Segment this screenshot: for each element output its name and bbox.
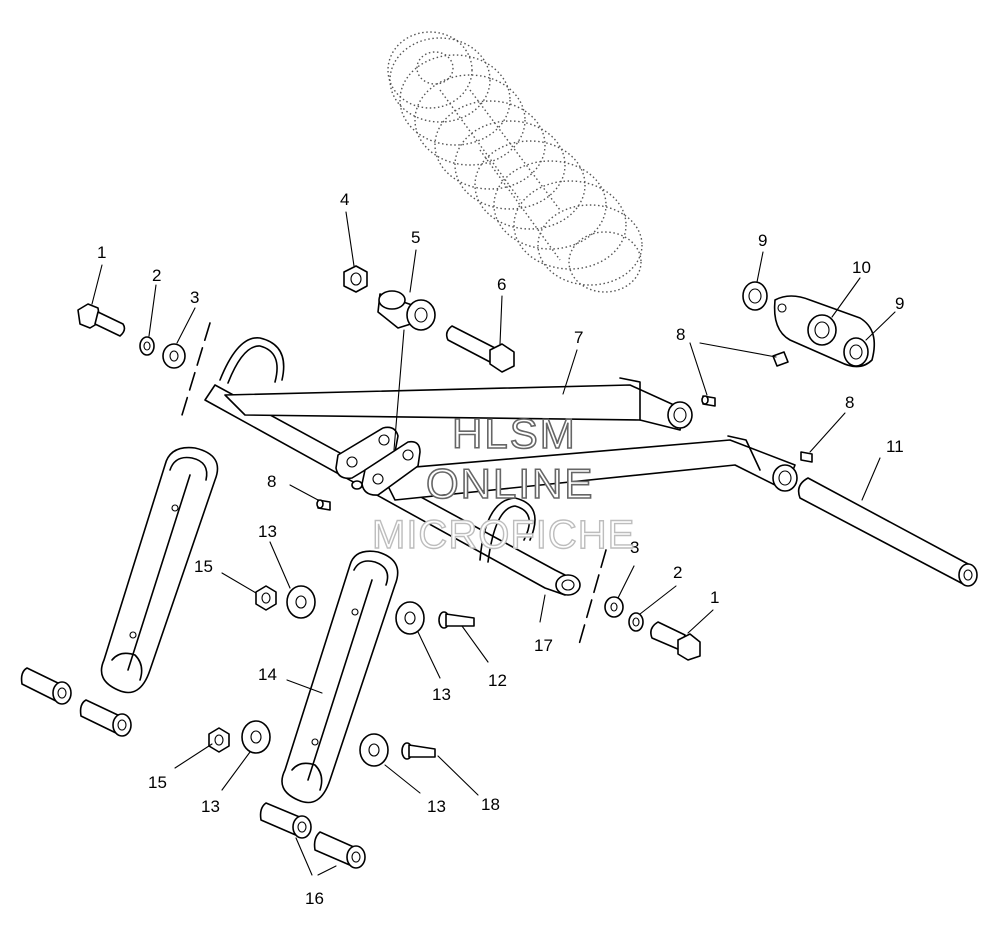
grease-fitting-8-left bbox=[316, 499, 331, 511]
washer-9-right-hole bbox=[849, 344, 863, 360]
callout-17: 17 bbox=[534, 636, 553, 655]
washer-9-left-hole bbox=[748, 288, 762, 304]
nut-15-upper-hole bbox=[261, 592, 271, 604]
lock-washer-2-right-hole bbox=[632, 617, 640, 627]
link-arm-14 bbox=[281, 550, 399, 804]
nut-15-lower bbox=[208, 727, 230, 753]
nut-4-hole bbox=[350, 272, 362, 286]
watermark-line-2: ONLINE bbox=[426, 460, 594, 507]
washer-13-c-hole bbox=[250, 730, 262, 744]
lock-washer-2-left-hole bbox=[143, 341, 151, 351]
grease-fitting-8-right bbox=[800, 451, 813, 463]
callout-15-lower: 15 bbox=[148, 773, 167, 792]
lock-washer-2-right bbox=[628, 612, 644, 632]
bushing-left-lower bbox=[79, 699, 132, 737]
link-arm-left bbox=[100, 446, 219, 694]
callout-15-upper: 15 bbox=[194, 557, 213, 576]
washer-13-a-hole bbox=[295, 595, 307, 609]
bolt-6 bbox=[445, 325, 515, 373]
washer-9-left bbox=[742, 281, 768, 311]
bolt-1-right bbox=[650, 621, 701, 661]
callout-4: 4 bbox=[340, 190, 349, 209]
callout-2-left: 2 bbox=[152, 266, 161, 285]
callout-labels: 1 2 3 4 5 6 7 8 8 8 9 9 10 11 12 13 13 1… bbox=[97, 190, 904, 908]
callout-1-left: 1 bbox=[97, 243, 106, 262]
nut-4 bbox=[343, 265, 368, 293]
callout-13-d: 13 bbox=[427, 797, 446, 816]
callout-14: 14 bbox=[258, 665, 277, 684]
callout-10: 10 bbox=[852, 258, 871, 277]
callout-3-right: 3 bbox=[630, 538, 639, 557]
washer-13-c bbox=[241, 720, 271, 754]
grease-fitting-8-top bbox=[772, 351, 789, 367]
callout-12: 12 bbox=[488, 671, 507, 690]
washer-13-d bbox=[359, 733, 389, 767]
bushing-left-upper bbox=[20, 667, 72, 705]
pin-12 bbox=[438, 611, 475, 629]
callout-8-mid: 8 bbox=[676, 325, 685, 344]
washer-13-d-hole bbox=[368, 743, 380, 757]
lock-washer-2-left bbox=[139, 336, 155, 356]
spacer-5 bbox=[377, 290, 436, 331]
washer-13-a bbox=[286, 585, 316, 619]
flat-washer-3-left-hole bbox=[169, 350, 179, 362]
watermark-line-1: HLSM bbox=[452, 410, 577, 457]
callout-13-a: 13 bbox=[258, 522, 277, 541]
callout-16: 16 bbox=[305, 889, 324, 908]
bushing-16-lower bbox=[313, 831, 366, 869]
callout-8-right: 8 bbox=[845, 393, 854, 412]
phantom-spring-shock bbox=[387, 31, 643, 293]
break-line-right bbox=[577, 549, 607, 649]
pin-18 bbox=[401, 742, 436, 760]
callout-6: 6 bbox=[497, 275, 506, 294]
callout-3-left: 3 bbox=[190, 288, 199, 307]
washer-13-b bbox=[395, 601, 425, 635]
callout-9-left: 9 bbox=[758, 231, 767, 250]
washer-13-b-hole bbox=[404, 611, 416, 625]
flat-washer-3-left bbox=[162, 343, 186, 369]
callout-2-right: 2 bbox=[673, 563, 682, 582]
callout-9-right: 9 bbox=[895, 294, 904, 313]
break-line-left bbox=[181, 322, 211, 416]
leader-lines bbox=[91, 211, 896, 876]
callout-13-c: 13 bbox=[201, 797, 220, 816]
callout-1-right: 1 bbox=[710, 588, 719, 607]
bolt-1-left bbox=[77, 303, 126, 337]
bushing-16-upper bbox=[259, 802, 312, 839]
watermark-line-3: MICROFICHE bbox=[372, 513, 635, 557]
callout-11: 11 bbox=[886, 437, 904, 456]
nut-15-lower-hole bbox=[214, 734, 224, 746]
callout-8-left: 8 bbox=[267, 472, 276, 491]
flat-washer-3-right bbox=[604, 596, 624, 618]
callout-7: 7 bbox=[574, 328, 583, 347]
flat-washer-3-right-hole bbox=[610, 602, 618, 612]
watermark: HLSM ONLINE MICROFICHE bbox=[371, 409, 635, 558]
callout-18: 18 bbox=[481, 795, 500, 814]
nut-15-upper bbox=[255, 585, 277, 611]
callout-5: 5 bbox=[411, 228, 420, 247]
grease-fitting-8-mid bbox=[701, 395, 716, 407]
callout-13-b: 13 bbox=[432, 685, 451, 704]
washer-9-right bbox=[843, 337, 869, 367]
shaft-11 bbox=[797, 477, 978, 587]
a-arm-frame bbox=[204, 337, 798, 596]
